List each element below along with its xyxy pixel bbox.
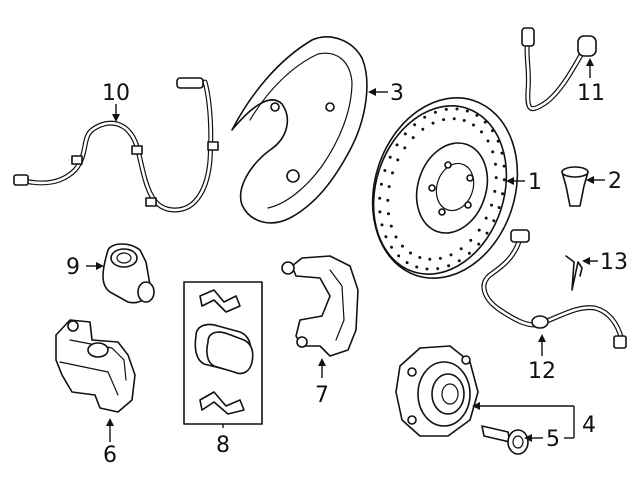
callout-7: 7 <box>315 383 329 408</box>
rotor-drill-hole <box>501 192 505 196</box>
rotor-drill-hole <box>469 238 473 242</box>
wheel-stud <box>481 425 529 455</box>
rotor-drill-hole <box>397 254 401 258</box>
rotor-drill-hole <box>378 210 382 214</box>
rotor-drill-hole <box>389 224 393 228</box>
rotor-drill-hole <box>394 235 398 239</box>
rotor-drill-hole <box>491 150 495 154</box>
rotor-drill-hole <box>390 245 393 249</box>
rotor-drill-hole <box>387 212 390 216</box>
callout-12: 12 <box>528 359 556 384</box>
rotor-drill-hole <box>491 129 494 133</box>
dust-shield <box>231 36 368 224</box>
rotor-drill-hole <box>483 120 487 124</box>
rotor-drill-hole <box>472 123 475 127</box>
parking-brake-motor <box>102 243 155 304</box>
rotor-drill-hole <box>433 110 437 114</box>
rotor-drill-hole <box>384 235 388 239</box>
rotor-drill-hole <box>413 123 417 127</box>
rotor-drill-hole <box>480 130 483 134</box>
rotor-drill-hole <box>462 119 466 122</box>
rotor-drill-hole <box>467 251 471 255</box>
callout-10: 10 <box>102 81 130 106</box>
rotor-drill-hole <box>405 261 409 265</box>
rotor-drill-hole <box>395 143 399 147</box>
rotor-drill-hole <box>383 169 387 172</box>
rotor-drill-hole <box>431 121 435 125</box>
callout-9: 9 <box>66 255 80 280</box>
rotor-drill-hole <box>459 247 463 251</box>
callout-labels: 1 2 3 4 5 6 7 8 9 10 11 12 13 <box>66 81 628 468</box>
rotor-drill-hole <box>494 162 497 166</box>
rotor-drill-hole <box>492 219 496 223</box>
rotor-drill-hole <box>415 265 419 269</box>
callout-11: 11 <box>577 81 605 106</box>
rotor-drill-hole <box>502 178 506 182</box>
rotor-drill-hole <box>403 146 407 150</box>
rotor-drill-hole <box>494 176 498 180</box>
leader-lines <box>86 58 605 442</box>
rotor-drill-hole <box>475 113 479 117</box>
rotor-drill-holes <box>378 107 506 271</box>
wheel-hub-bearing <box>395 345 479 437</box>
caliper-bracket <box>281 255 359 357</box>
rotor-drill-hole <box>380 223 384 227</box>
callout-4: 4 <box>582 413 596 438</box>
callout-3: 3 <box>390 81 404 106</box>
rotor-drill-hole <box>423 115 427 119</box>
hub-cap <box>561 166 589 207</box>
rotor-drill-hole <box>485 231 489 235</box>
rotor-drill-hole <box>421 127 425 131</box>
rotor-drill-hole <box>447 264 451 268</box>
brake-rotor <box>371 97 519 279</box>
rotor-drill-hole <box>497 206 501 209</box>
rotor-drill-hole <box>457 259 461 263</box>
callout-2: 2 <box>608 169 622 194</box>
rotor-drill-hole <box>444 107 448 111</box>
rotor-drill-hole <box>502 164 506 168</box>
rotor-drill-hole <box>477 242 481 246</box>
rotor-drill-hole <box>386 198 390 202</box>
rotor-drill-hole <box>486 139 490 143</box>
rotor-drill-hole <box>452 117 456 121</box>
rotor-drill-hole <box>378 196 382 200</box>
retaining-clip <box>565 255 583 291</box>
rotor-drill-hole <box>500 151 504 155</box>
rotor-drill-hole <box>388 155 392 159</box>
rotor-drill-hole <box>442 118 446 122</box>
rotor-drill-hole <box>465 109 469 113</box>
callout-13: 13 <box>600 250 628 275</box>
brake-wear-sensor <box>521 27 597 112</box>
rotor-drill-hole <box>436 267 440 271</box>
rotor-drill-hole <box>401 244 404 248</box>
rotor-drill-hole <box>409 251 412 255</box>
rotor-drill-hole <box>438 256 442 260</box>
rotor-drill-hole <box>428 257 432 261</box>
rotor-drill-hole <box>484 216 488 220</box>
brake-caliper-housing <box>55 319 136 413</box>
rotor-drill-hole <box>403 132 407 136</box>
rotor-drill-hole <box>493 189 497 193</box>
rotor-drill-hole <box>411 136 415 140</box>
rotor-drill-hole <box>449 253 453 257</box>
rotor-drill-hole <box>496 139 500 143</box>
callout-6: 6 <box>103 443 117 468</box>
rotor-drill-hole <box>379 182 383 186</box>
callout-8: 8 <box>216 433 230 458</box>
rotor-drill-hole <box>396 158 400 162</box>
rotor-drill-hole <box>477 228 481 232</box>
rotor-drill-hole <box>391 171 394 175</box>
rotor-drill-hole <box>490 203 493 207</box>
abs-sensor-wire <box>13 77 219 213</box>
rotor-drill-hole <box>418 256 422 259</box>
rotor-drill-hole <box>425 267 429 271</box>
rear-abs-sensor <box>481 229 627 349</box>
callout-5: 5 <box>546 427 560 452</box>
rotor-drill-hole <box>387 185 391 189</box>
callout-1: 1 <box>528 170 542 195</box>
rotor-drill-hole <box>455 107 459 111</box>
brake-pad-kit <box>183 281 263 425</box>
